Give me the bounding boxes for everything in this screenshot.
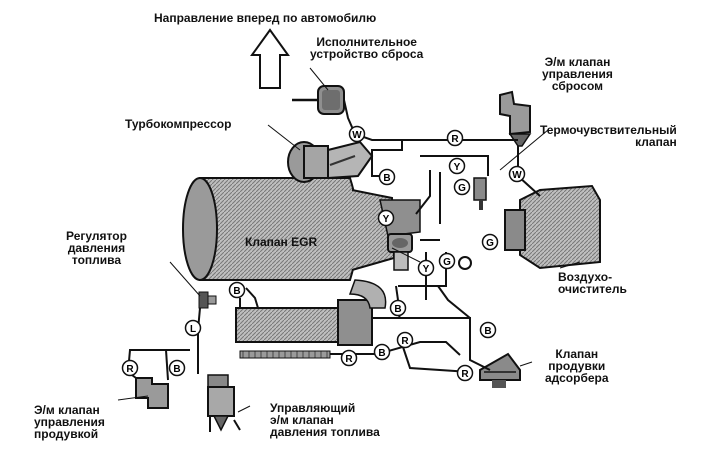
- svg-text:W: W: [512, 170, 522, 181]
- tag-b-5: B: [373, 343, 391, 361]
- tag-g-2: G: [481, 233, 499, 251]
- svg-text:B: B: [233, 286, 240, 297]
- tag-b-3: B: [389, 299, 407, 317]
- svg-text:L: L: [190, 324, 196, 335]
- fuel-pressure-regulator: [198, 291, 217, 309]
- purge-solenoid: [135, 377, 169, 409]
- svg-text:R: R: [451, 134, 459, 145]
- tag-l-1: L: [184, 319, 202, 337]
- svg-text:Y: Y: [454, 162, 461, 173]
- tag-r-5: R: [456, 364, 474, 382]
- tag-w-1: W: [348, 125, 366, 143]
- tag-g-3: G: [438, 252, 456, 270]
- egr-valve-label: Клапан EGR: [245, 235, 318, 249]
- svg-text:Y: Y: [423, 264, 430, 275]
- svg-text:B: B: [394, 304, 401, 315]
- svg-text:B: B: [173, 364, 180, 375]
- fuel-pressure-solenoid-label: Управляющий э/м клапан давления топлива: [270, 401, 380, 439]
- svg-text:G: G: [443, 257, 451, 268]
- svg-text:B: B: [378, 348, 385, 359]
- lower-intake: [235, 279, 387, 346]
- svg-text:G: G: [486, 238, 494, 249]
- adsorber-valve-label: Клапан продувки адсорбера: [545, 347, 609, 385]
- tag-r-3: R: [396, 331, 414, 349]
- tag-r-1: R: [446, 129, 464, 147]
- tag-y-1: Y: [448, 157, 466, 175]
- svg-text:R: R: [401, 336, 409, 347]
- reset-solenoid-label: Э/м клапан управления сбросом: [542, 55, 613, 93]
- svg-text:B: B: [383, 173, 390, 184]
- tag-b-6: B: [168, 359, 186, 377]
- svg-text:W: W: [352, 130, 362, 141]
- turbocharger: [287, 140, 374, 183]
- intake-manifold: [182, 177, 421, 281]
- tag-b-1: B: [378, 168, 396, 186]
- reset-actuator-label: Исполнительное устройство сброса: [310, 35, 424, 61]
- reset-solenoid: [499, 90, 532, 147]
- thermo-valve-label: Термочувствительный клапан: [540, 123, 677, 149]
- svg-text:Y: Y: [383, 214, 390, 225]
- svg-text:B: B: [484, 326, 491, 337]
- fuel-regulator-label: Регулятор давления топлива: [66, 229, 127, 267]
- air-cleaner-label: Воздухо- очиститель: [558, 270, 627, 296]
- tag-g-1: G: [453, 178, 471, 196]
- direction-label: Направление вперед по автомобилю: [154, 11, 377, 25]
- svg-text:G: G: [458, 183, 466, 194]
- purge-solenoid-label: Э/м клапан управления продувкой: [34, 403, 105, 441]
- svg-text:R: R: [126, 364, 134, 375]
- adsorber-valve: [479, 352, 521, 388]
- svg-text:R: R: [461, 369, 469, 380]
- thermo-valve: [473, 177, 487, 210]
- egr-valve: [387, 233, 413, 271]
- tag-r-2: R: [340, 349, 358, 367]
- tag-w-2: W: [508, 165, 526, 183]
- svg-text:R: R: [345, 354, 353, 365]
- forward-arrow-icon: [250, 28, 290, 89]
- air-cleaner: [504, 184, 601, 270]
- leader-lines: [117, 67, 581, 413]
- fuel-pressure-solenoid: [207, 374, 235, 432]
- tag-b-2: B: [228, 281, 246, 299]
- tag-y-3: Y: [417, 259, 435, 277]
- turbocharger-label: Турбокомпрессор: [125, 117, 232, 131]
- reset-actuator: [292, 85, 345, 115]
- hose-tags: W R W B Y G Y G Y G B B L B B R R R B R: [121, 125, 526, 382]
- tag-b-4: B: [479, 321, 497, 339]
- tag-y-2: Y: [377, 209, 395, 227]
- tag-r-4: R: [121, 359, 139, 377]
